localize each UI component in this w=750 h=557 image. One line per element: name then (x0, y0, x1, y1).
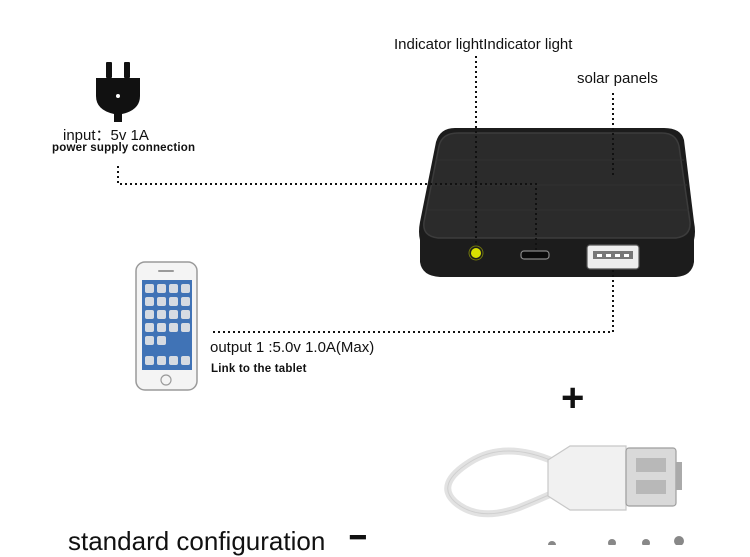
solar-panels-label: solar panels (577, 70, 658, 87)
output-spec-label: output 1 :5.0v 1.0A(Max) (210, 339, 375, 356)
connector-lines (117, 56, 614, 333)
plug-icon (96, 62, 140, 122)
diagram-canvas (96, 56, 695, 545)
link-to-tablet-label: Link to the tablet (211, 363, 307, 375)
solar-charger-icon (419, 128, 695, 277)
dash-mark: ━ (350, 522, 366, 552)
input-spec-label: input：5v 1A (63, 127, 149, 144)
plus-sign: + (561, 376, 585, 420)
power-supply-connection-label: power supply connection (52, 142, 196, 154)
accessory-dots (548, 536, 684, 545)
smartphone-icon (135, 261, 198, 391)
standard-configuration-heading: standard configuration (68, 526, 326, 556)
indicator-light-label: Indicator lightIndicator light (394, 36, 573, 53)
usb-cable-icon (444, 445, 682, 518)
